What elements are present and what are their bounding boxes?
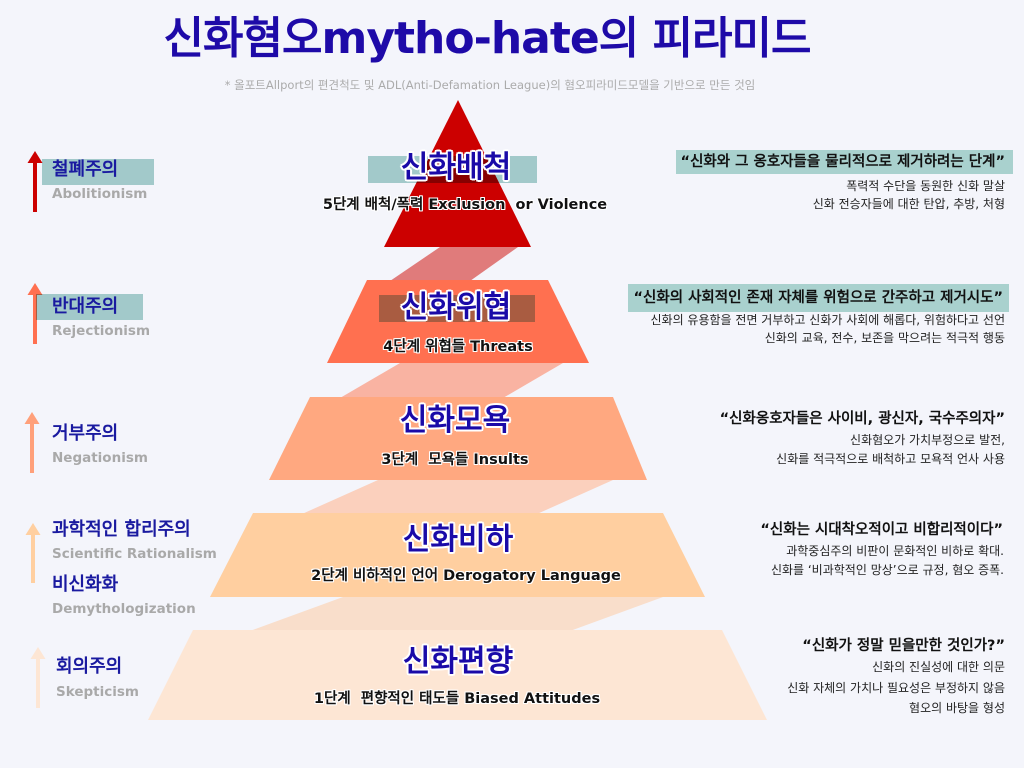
arrow-up-icon	[25, 523, 41, 583]
tier-5-title: 신화배척	[400, 150, 512, 185]
connector-2-1	[250, 597, 663, 631]
tier-4-title: 신화위협	[400, 290, 512, 325]
stage-1-detail: 혐오의 바탕을 형성	[909, 701, 1005, 715]
page-title: 신화혐오mytho-hate의 피라미드	[163, 13, 812, 64]
stage-1-detail: 신화의 진실성에 대한 의문	[872, 660, 1005, 674]
ideology-label-skepticism: 회의주의	[56, 656, 123, 677]
stage-5-detail: 신화 전승자들에 대한 탄압, 추방, 처형	[812, 197, 1005, 211]
stage-4-detail: 신화의 교육, 전수, 보존을 막으려는 적극적 행동	[764, 331, 1005, 345]
ideology-sub-scientific-rationalism: Scientific Rationalism	[52, 546, 217, 562]
stage-1-quote: “신화가 정말 믿을만한 것인가?”	[802, 638, 1005, 654]
stage-5-quote: “신화와 그 옹호자들을 물리적으로 제거하려는 단계”	[675, 150, 1013, 174]
ideology-sub-negationism: Negationism	[52, 450, 148, 466]
source-note: * 올포트Allport의 편견척도 및 ADL(Anti-Defamation…	[224, 78, 756, 92]
tier-1-subtitle: 1단계 편향적인 태도들 Biased Attitudes	[313, 691, 601, 707]
connector-5-4	[390, 247, 518, 281]
tier-2-shape	[210, 513, 705, 597]
ideology-sub-demythologization: Demythologization	[52, 601, 196, 617]
highlight-rejectionism	[36, 294, 143, 320]
connector-4-3	[340, 363, 563, 398]
stage-4-detail: 신화의 유용함을 전면 거부하고 신화가 사회에 해롭다, 위험하다고 선언	[650, 313, 1006, 327]
stage-1-detail: 신화 자체의 가치나 필요성은 부정하지 않음	[787, 681, 1005, 695]
arrow-up-icon	[24, 412, 40, 473]
tier-3-subtitle: 3단계 모욕들 Insults	[381, 452, 529, 468]
ideology-sub-abolitionism: Abolitionism	[52, 186, 148, 202]
ideology-sub-rejectionism: Rejectionism	[52, 323, 151, 339]
stage-3-detail: 신화혐오가 가치부정으로 발전,	[850, 433, 1005, 447]
tier-2-subtitle: 2단계 비하적인 언어 Derogatory Language	[311, 568, 621, 584]
ideology-label-demythologization: 비신화화	[52, 574, 119, 595]
highlight-tier-4-title	[379, 295, 535, 322]
stage-3-detail: 신화를 적극적으로 배척하고 모욕적 언사 사용	[776, 452, 1005, 466]
stage-2-detail: 신화를 ‘비과학적인 망상’으로 규정, 혐오 증폭.	[770, 563, 1004, 577]
highlight-tier-5-title	[368, 156, 537, 183]
tier-4-subtitle: 4단계 위협들 Threats	[383, 339, 533, 355]
tier-3-shape	[269, 397, 647, 480]
connector-3-2	[302, 480, 613, 514]
stage-2-quote: “신화는 시대착오적이고 비합리적이다”	[760, 522, 1003, 538]
ideology-label-abolitionism: 철폐주의	[52, 159, 119, 180]
stage-4-quote: “신화의 사회적인 존재 자체를 위험으로 간주하고 제거시도”	[628, 284, 1009, 312]
arrow-up-icon	[27, 151, 43, 212]
tier-1-title: 신화편향	[402, 644, 514, 679]
tier-2-title: 신화비하	[402, 522, 514, 557]
stage-5-detail: 폭력적 수단을 동원한 신화 말살	[846, 179, 1005, 193]
tier-1-shape	[148, 630, 767, 720]
stage-3-quote: “신화옹호자들은 사이비, 광신자, 국수주의자”	[719, 411, 1005, 427]
ideology-label-rejectionism: 반대주의	[52, 296, 119, 317]
tier-3-title: 신화모욕	[399, 403, 511, 438]
tier-5-subtitle: 5단계 배척/폭력 Exclusion or Violence	[322, 197, 608, 213]
highlight-abolitionism	[42, 159, 154, 185]
ideology-label-scientific-rationalism: 과학적인 합리주의	[52, 519, 191, 540]
arrow-up-icon	[30, 647, 46, 708]
ideology-label-negationism: 거부주의	[52, 423, 119, 444]
stage-2-detail: 과학중심주의 비판이 문화적인 비하로 확대.	[786, 544, 1004, 558]
arrow-up-icon	[27, 283, 43, 344]
ideology-sub-skepticism: Skepticism	[56, 684, 139, 700]
